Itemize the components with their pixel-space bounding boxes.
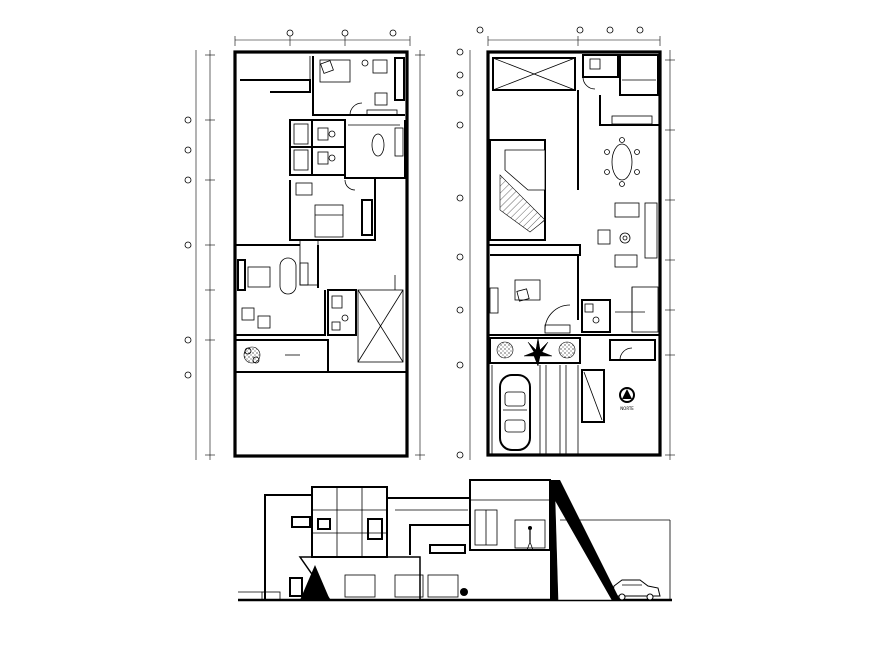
upper-family-room (235, 244, 326, 336)
ground-kitchen (577, 90, 660, 130)
upper-studio (344, 120, 406, 179)
ground-garden-court (489, 130, 579, 241)
upper-powder-room (327, 289, 357, 336)
tree-icon (523, 337, 553, 367)
upper-plot-boundary (233, 50, 409, 458)
plant-icon (460, 588, 468, 596)
elevation-right-block (469, 479, 671, 601)
upper-stair-hall (299, 239, 404, 363)
car-icon (611, 579, 661, 601)
car-icon (499, 374, 531, 451)
north-arrow-icon: NORTE (619, 387, 635, 411)
ground-plan-dimensions (456, 26, 675, 460)
front-elevation (238, 479, 672, 602)
upper-master-bedroom (312, 56, 405, 116)
tree-icon (496, 341, 514, 359)
ground-front-garden (489, 337, 656, 367)
upper-bathrooms (289, 119, 346, 176)
ground-floor-plan: NORTE (456, 26, 675, 460)
ground-study (488, 244, 581, 334)
tree-icon (558, 341, 576, 359)
ground-dining (604, 137, 640, 187)
upper-terrace (240, 56, 311, 93)
upper-plan-dimensions (184, 29, 425, 460)
ground-service-patio (492, 57, 576, 91)
ground-powder-room (581, 299, 611, 333)
ground-stairs (615, 286, 659, 333)
upper-bedroom-2 (289, 178, 376, 241)
ground-service-room (582, 54, 659, 96)
elevation-center-block (298, 497, 471, 601)
upper-floor-plan (184, 29, 425, 460)
ground-garage (491, 365, 605, 455)
ground-living (597, 200, 661, 290)
upper-balcony (235, 339, 329, 373)
person-icon (526, 526, 534, 551)
elevation-left-block (264, 486, 388, 600)
north-label: NORTE (620, 406, 634, 411)
plant-icon (243, 346, 261, 364)
